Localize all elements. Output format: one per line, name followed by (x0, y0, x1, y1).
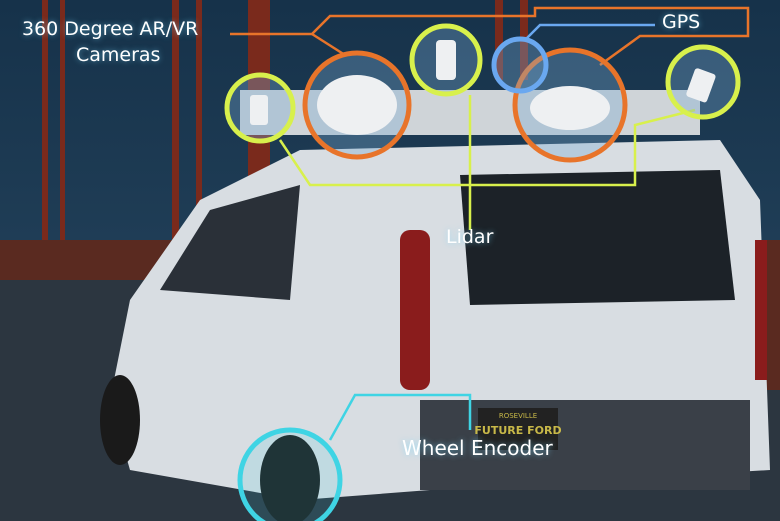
plate-top: ROSEVILLE (499, 412, 537, 420)
wheel-encoder-circle (237, 427, 343, 521)
wheel-encoder-callout-line (328, 393, 472, 441)
gps-callout-line (524, 23, 655, 41)
gps-label: GPS (662, 11, 701, 33)
lidar-callout-line (278, 108, 696, 187)
lidar-label: Lidar (446, 226, 494, 248)
plate-main: FUTURE FORD (474, 424, 561, 437)
sensor-devices (250, 40, 716, 135)
callout-lines (230, 6, 750, 441)
cameras-callout-line (230, 6, 750, 67)
wheel-encoder-label: Wheel Encoder (402, 436, 553, 460)
cameras-label-line2: Cameras (76, 44, 161, 66)
gps-circle (491, 36, 549, 94)
cameras-label-line1: 360 Degree AR/VR (22, 18, 199, 40)
van: ROSEVILLE FUTURE FORD (100, 90, 770, 521)
